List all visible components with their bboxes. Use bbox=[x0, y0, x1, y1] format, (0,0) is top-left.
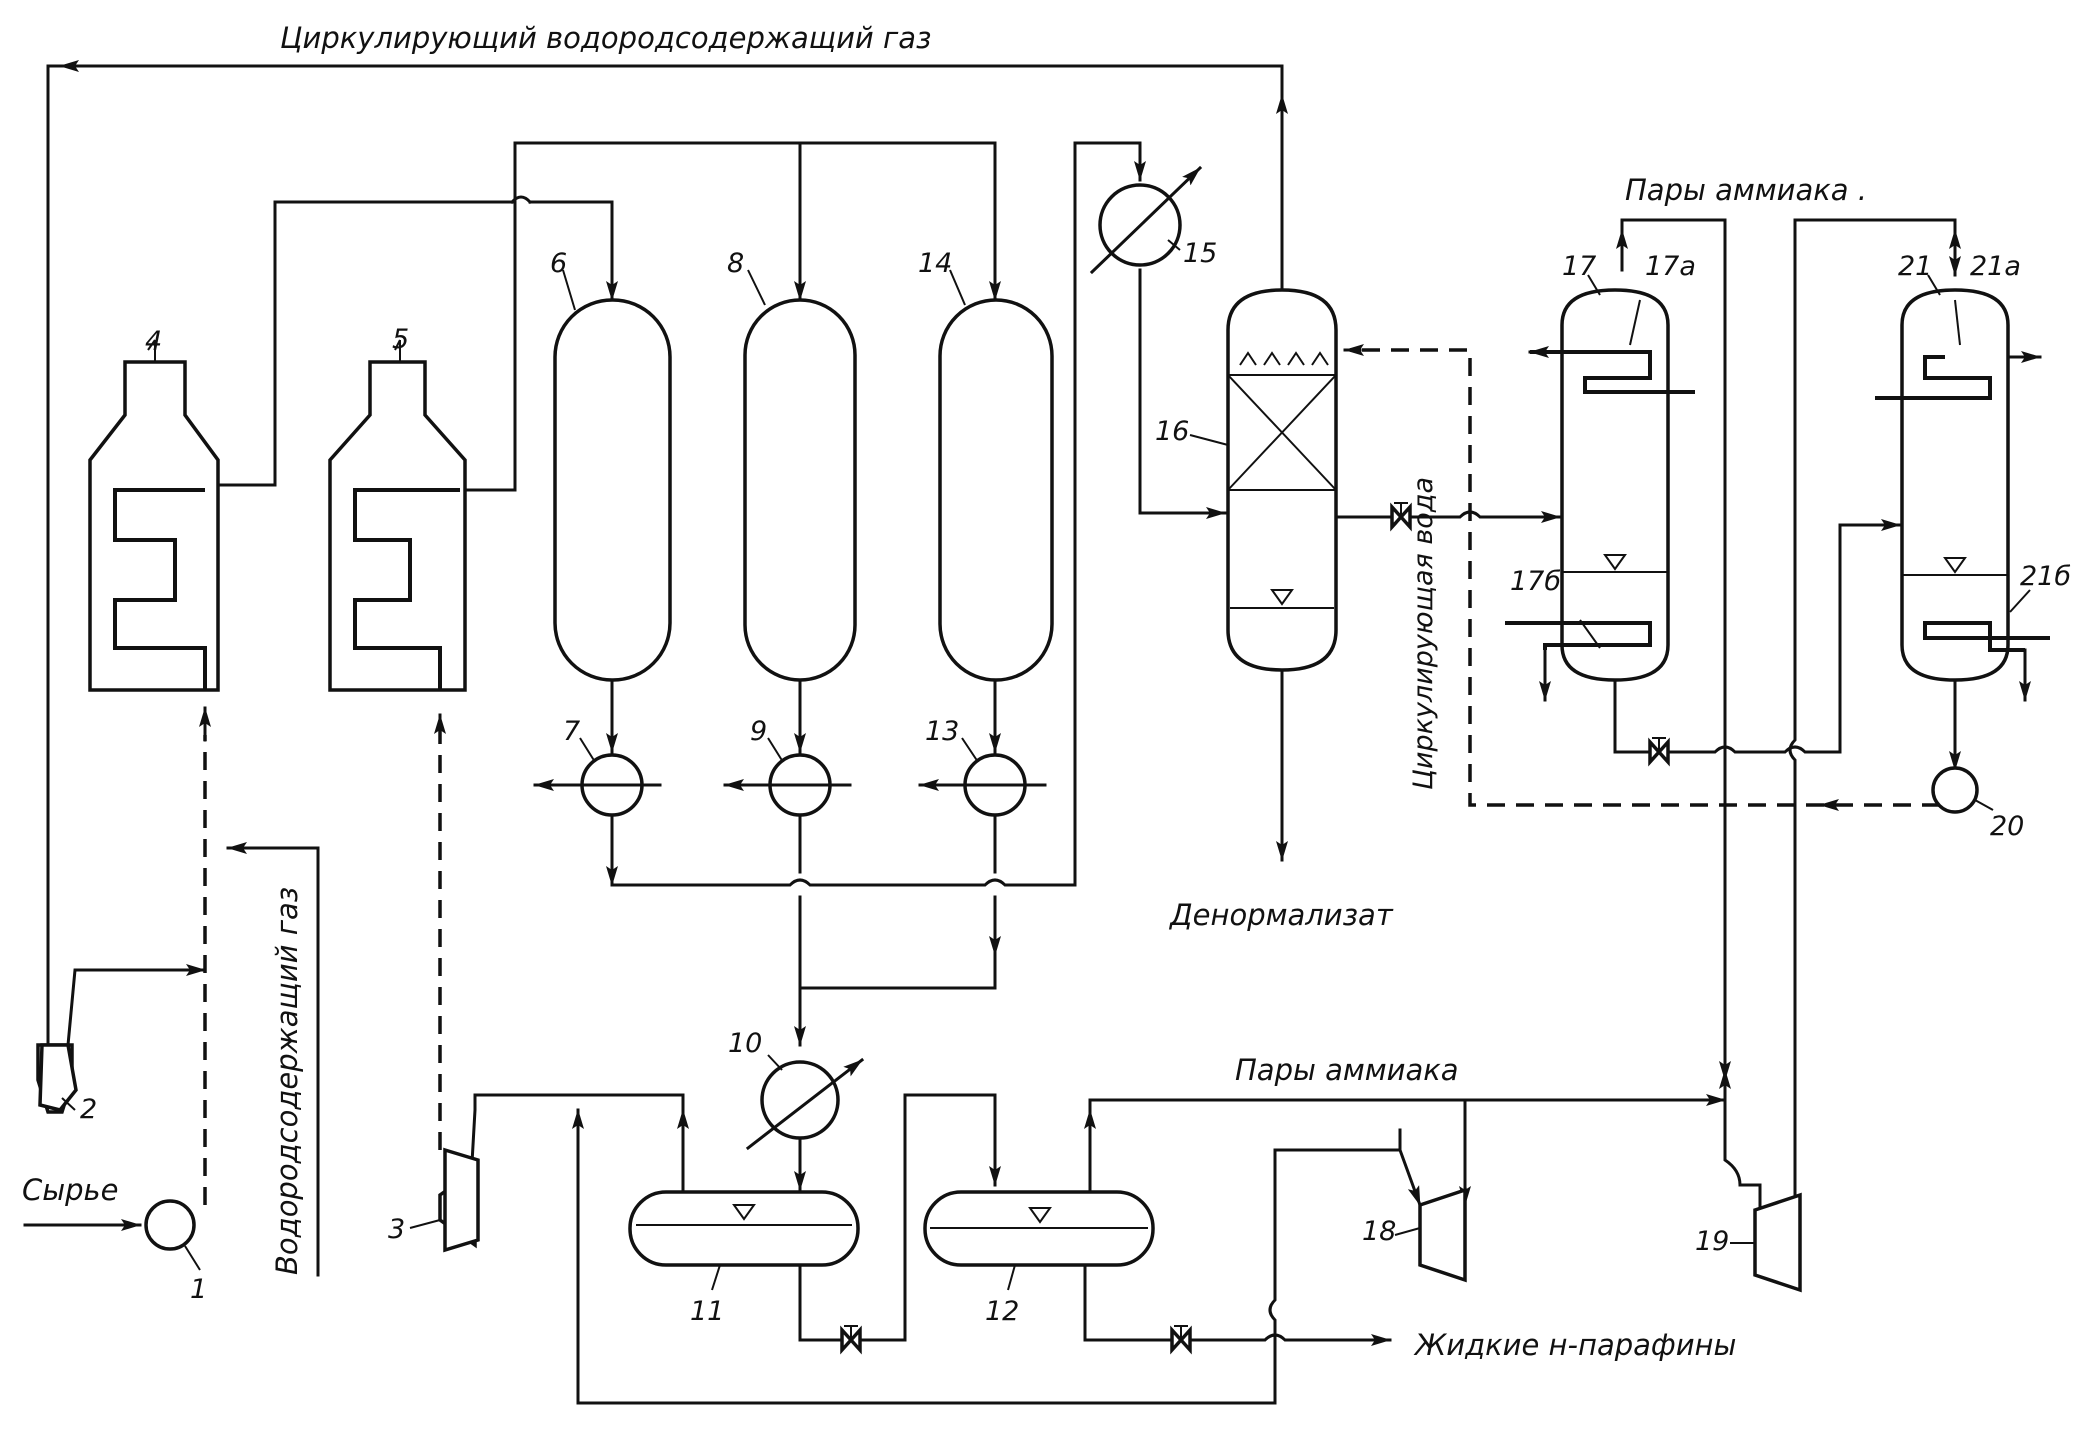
number-2: 2 bbox=[80, 1094, 97, 1125]
cooler-15 bbox=[1089, 165, 1203, 275]
number-21a: 21а bbox=[1970, 251, 2021, 282]
separator-12 bbox=[923, 1190, 1155, 1267]
text-labels: Циркулирующий водородсодержащий газ Пары… bbox=[22, 21, 2071, 1362]
reactor-6 bbox=[553, 298, 672, 682]
number-8: 8 bbox=[727, 248, 744, 279]
piping bbox=[23, 60, 2042, 1405]
reactor-8 bbox=[743, 298, 857, 682]
heat-exchanger-7 bbox=[558, 753, 662, 817]
valve-12-outlet bbox=[1170, 1325, 1192, 1355]
valve-11-to-12 bbox=[840, 1325, 862, 1355]
cooler-10 bbox=[745, 1057, 865, 1151]
column-16 bbox=[1226, 288, 1338, 672]
label-ammonia-vapors-top: Пары аммиака . bbox=[1625, 173, 1867, 207]
valve-16-to-17 bbox=[1390, 502, 1412, 532]
number-14: 14 bbox=[918, 248, 952, 279]
label-denormalizate: Денормализат bbox=[1168, 898, 1394, 932]
label-ammonia-vapors-bottom: Пары аммиака bbox=[1235, 1053, 1459, 1087]
heat-exchanger-9 bbox=[748, 753, 852, 817]
label-feed: Сырье bbox=[22, 1173, 119, 1207]
number-4: 4 bbox=[145, 326, 162, 357]
label-liquid-paraffins: Жидкие н-парафины bbox=[1413, 1328, 1736, 1362]
number-16: 16 bbox=[1155, 416, 1189, 447]
compressor-18 bbox=[1418, 1187, 1467, 1283]
column-21 bbox=[1875, 288, 2050, 682]
number-10: 10 bbox=[728, 1028, 762, 1059]
pump-20 bbox=[1931, 766, 1979, 814]
number-20: 20 bbox=[1990, 811, 2024, 842]
heat-exchanger-13 bbox=[943, 753, 1047, 817]
number-21: 21 bbox=[1898, 251, 1932, 282]
number-5: 5 bbox=[392, 324, 409, 355]
number-19: 19 bbox=[1695, 1226, 1729, 1257]
leader-lines bbox=[61, 239, 2031, 1291]
compressor-19 bbox=[1753, 1192, 1802, 1293]
number-13: 13 bbox=[925, 716, 959, 747]
pump-1 bbox=[144, 1199, 196, 1251]
separator-11 bbox=[628, 1190, 860, 1267]
heater-4 bbox=[88, 340, 220, 692]
number-9: 9 bbox=[750, 716, 767, 747]
number-3: 3 bbox=[388, 1214, 405, 1245]
compressor-2 bbox=[36, 1043, 78, 1114]
number-17b: 17б bbox=[1510, 566, 1561, 597]
number-17a: 17а bbox=[1645, 251, 1696, 282]
number-18: 18 bbox=[1362, 1216, 1396, 1247]
compressor-3 bbox=[438, 1147, 480, 1253]
number-11: 11 bbox=[690, 1296, 724, 1327]
number-12: 12 bbox=[985, 1296, 1019, 1327]
heater-5 bbox=[328, 340, 467, 692]
number-1: 1 bbox=[190, 1274, 207, 1305]
number-6: 6 bbox=[550, 248, 567, 279]
column-17 bbox=[1505, 288, 1695, 682]
number-7: 7 bbox=[563, 716, 580, 747]
number-15: 15 bbox=[1183, 238, 1217, 269]
label-hydrogen-gas: Водородсодержащий газ bbox=[270, 887, 304, 1275]
label-recycle-gas: Циркулирующий водородсодержащий газ bbox=[280, 21, 931, 55]
reactor-14 bbox=[938, 298, 1054, 682]
label-circulating-water: Циркулирующая вода bbox=[1408, 477, 1439, 790]
number-21b: 21б bbox=[2020, 561, 2071, 592]
valve-17-to-21 bbox=[1648, 737, 1670, 767]
number-17: 17 bbox=[1562, 251, 1596, 282]
